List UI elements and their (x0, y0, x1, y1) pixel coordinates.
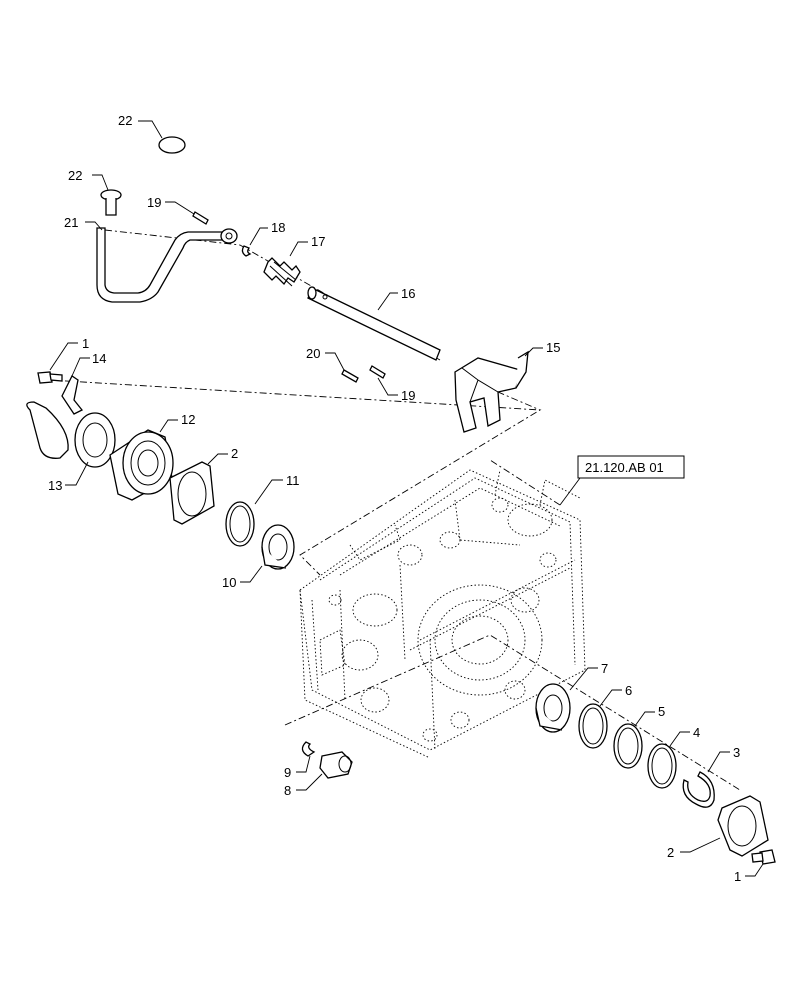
callout-20: 20 (306, 346, 320, 361)
reference-link-label[interactable]: 21.120.AB 01 (585, 460, 664, 475)
callout-13: 13 (48, 478, 62, 493)
part-4-ring (647, 731, 690, 789)
callout-3: 3 (733, 745, 740, 760)
callout-4: 4 (693, 725, 700, 740)
part-22-knob (92, 174, 122, 216)
callout-1: 1 (82, 336, 89, 351)
part-1-bolt-lower (745, 849, 776, 877)
callout-16: 16 (401, 286, 415, 301)
callout-2: 2 (667, 845, 674, 860)
part-19-pin-lower (369, 365, 398, 396)
part-14-bracket (61, 357, 90, 415)
part-22-cap (138, 120, 186, 154)
part-10-seal (240, 524, 295, 583)
part-9-circlip (296, 741, 316, 773)
part-16-shift-shaft (307, 286, 441, 361)
part-3-snap-ring (682, 751, 730, 808)
part-13-seal-plate (26, 401, 116, 486)
callout-21: 21 (64, 215, 78, 230)
part-1-bolt-upper (37, 342, 78, 384)
callout-22: 22 (68, 168, 82, 183)
reference-leader (559, 477, 581, 506)
part-15-shift-fork (454, 347, 543, 433)
part-19-pin-top (165, 201, 209, 225)
callout-17: 17 (311, 234, 325, 249)
part-6-ring (578, 689, 622, 749)
callout-2: 2 (231, 446, 238, 461)
transmission-housing (299, 469, 586, 759)
part-18-circlip (241, 227, 268, 257)
callout-7: 7 (601, 661, 608, 676)
callout-19: 19 (401, 388, 415, 403)
part-21-shift-rod (85, 221, 238, 303)
callout-1: 1 (734, 869, 741, 884)
callout-labels: 22 22 21 19 18 17 16 15 20 19 1 14 12 13… (48, 113, 741, 884)
callout-19: 19 (147, 195, 161, 210)
callout-22: 22 (118, 113, 132, 128)
callout-14: 14 (92, 351, 106, 366)
callout-5: 5 (658, 704, 665, 719)
callout-12: 12 (181, 412, 195, 427)
part-7-bearing (535, 667, 598, 733)
axis-lines (49, 229, 741, 791)
callout-18: 18 (271, 220, 285, 235)
callout-15: 15 (546, 340, 560, 355)
part-2-gasket-upper (169, 453, 228, 525)
callout-6: 6 (625, 683, 632, 698)
part-17-spring (263, 241, 308, 287)
callout-10: 10 (222, 575, 236, 590)
callout-9: 9 (284, 765, 291, 780)
part-2-cover-lower (680, 795, 769, 857)
callout-8: 8 (284, 783, 291, 798)
part-8-plug (296, 751, 353, 791)
part-20-pin (325, 352, 359, 383)
part-12-bearing-housing (109, 419, 178, 501)
callout-11: 11 (286, 473, 300, 488)
part-11-ring (225, 479, 283, 547)
reference-link-box[interactable]: 21.120.AB 01 (577, 455, 685, 479)
part-5-ring (613, 711, 655, 769)
